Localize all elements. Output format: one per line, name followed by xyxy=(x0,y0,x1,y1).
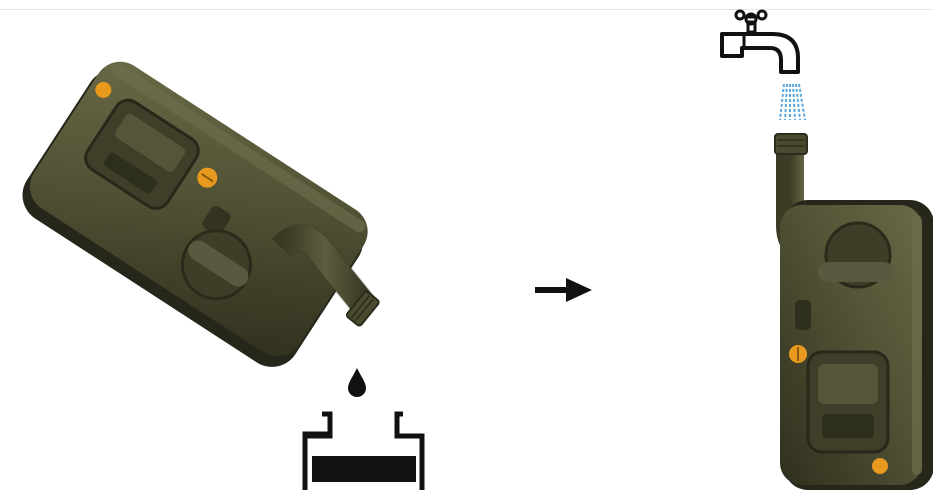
water-drop-icon xyxy=(348,368,366,397)
tilted-waste-tank xyxy=(12,51,380,378)
upright-waste-tank xyxy=(775,134,933,490)
drip-into-container-icon xyxy=(305,368,422,490)
water-spray-icon xyxy=(780,84,805,120)
right-arrow-icon xyxy=(535,278,592,302)
spout-opening xyxy=(775,134,807,154)
orange-screw xyxy=(872,458,888,474)
faucet-rinse-icon xyxy=(722,11,805,120)
container-fill-level xyxy=(312,456,416,482)
